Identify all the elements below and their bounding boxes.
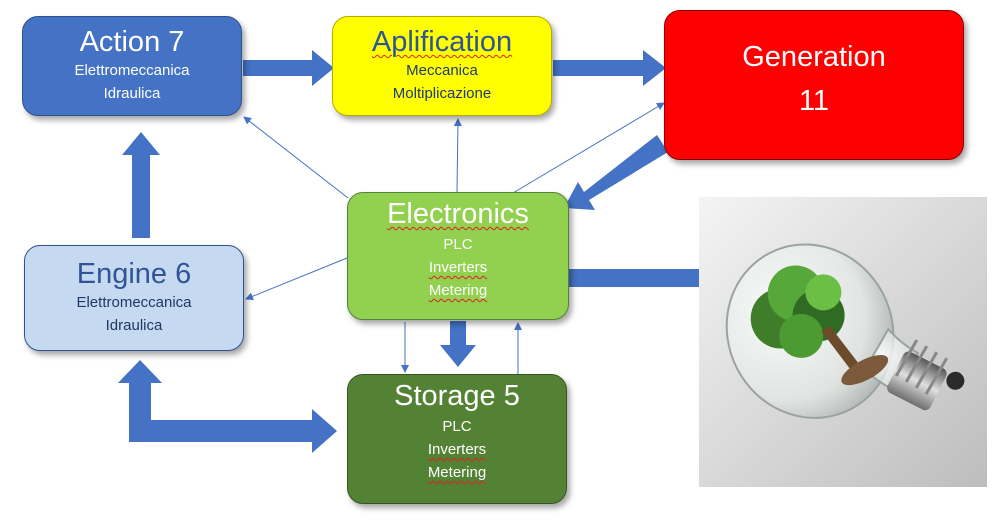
electronics-line-1: PLC: [443, 235, 473, 253]
thin-elec-to-gen: [512, 102, 665, 194]
aplification-line-2: Moltiplicazione: [392, 84, 492, 102]
electronics-line-3: Metering: [428, 281, 488, 299]
engine-box: Engine 6 Elettromeccanica Idraulica: [24, 245, 244, 351]
aplification-box: Aplification Meccanica Moltiplicazione: [332, 16, 552, 116]
engine-line-1: Elettromeccanica: [76, 293, 192, 311]
bulb-base: [887, 339, 965, 411]
storage-line-1: PLC: [442, 417, 472, 435]
aplification-title: Aplification: [371, 26, 513, 59]
generation-title: Generation: [742, 41, 886, 73]
arrow-gen-to-elec: [564, 135, 668, 210]
arrow-engine-storage: [118, 360, 337, 453]
engine-title: Engine 6: [76, 258, 192, 291]
storage-line-2: Inverters: [427, 440, 487, 458]
engine-line-2: Idraulica: [105, 316, 163, 334]
arrow-apli-to-gen: [553, 50, 666, 86]
light-bulb-photo: [699, 197, 987, 487]
electronics-box: Electronics PLC Inverters Metering: [347, 192, 569, 320]
arrow-engine-to-action: [122, 132, 160, 238]
storage-title: Storage 5: [394, 380, 520, 412]
aplification-line-1: Meccanica: [406, 61, 478, 79]
storage-line-3: Metering: [427, 463, 487, 481]
tree-canopy: [750, 265, 845, 358]
arrow-elec-to-storage: [440, 321, 476, 367]
action-title: Action 7: [79, 26, 185, 59]
thin-elec-to-action: [243, 116, 349, 199]
electronics-line-2: Inverters: [428, 258, 488, 276]
soil: [841, 355, 889, 386]
generation-box: Generation 11: [664, 10, 964, 160]
action-box: Action 7 Elettromeccanica Idraulica: [22, 16, 242, 116]
arrow-action-to-apli: [243, 50, 334, 86]
storage-box: Storage 5 PLC Inverters Metering: [347, 374, 567, 504]
thin-elec-to-engine: [245, 257, 348, 301]
action-line-2: Idraulica: [103, 84, 161, 102]
thin-elec-to-apli: [453, 118, 462, 193]
electronics-title: Electronics: [387, 198, 529, 230]
generation-number: 11: [798, 85, 830, 117]
action-line-1: Elettromeccanica: [74, 61, 190, 79]
